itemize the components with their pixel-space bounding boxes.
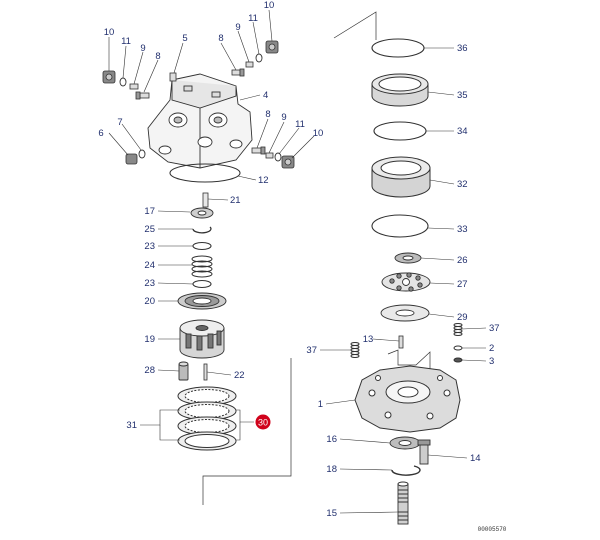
label-part-28: 28	[144, 365, 155, 376]
snap-ring-part-18	[391, 465, 421, 476]
label-part-9-b: 9	[235, 22, 240, 33]
label-part-1: 1	[318, 399, 323, 410]
label-part-6: 6	[98, 128, 103, 139]
spring-part-37-right	[453, 323, 463, 336]
oring-part-2	[453, 345, 463, 351]
bearing-part-17	[190, 207, 214, 219]
label-part-7: 7	[117, 117, 122, 128]
snap-ring-part-25	[192, 226, 212, 234]
oring-part-12	[169, 163, 241, 183]
label-part-20: 20	[144, 296, 155, 307]
label-part-10-a: 10	[104, 27, 115, 38]
label-part-11-c: 11	[295, 119, 305, 130]
label-part-12: 12	[258, 175, 269, 186]
pin-part-13	[398, 335, 404, 349]
label-part-8-c: 8	[265, 109, 270, 120]
leader-lines	[108, 9, 487, 514]
bearing-part-20	[177, 292, 227, 310]
label-part-9-c: 9	[281, 112, 286, 123]
label-part-16: 16	[326, 434, 337, 445]
highlight-badge-part-30	[255, 414, 271, 430]
label-part-13: 13	[363, 334, 374, 345]
oring-part-11-top	[255, 53, 263, 63]
motor-housing-part-4	[147, 73, 253, 169]
label-part-17: 17	[144, 206, 155, 217]
label-part-11-a: 11	[121, 36, 131, 47]
label-part-37-left: 37	[306, 345, 317, 356]
shaft-part-15	[397, 481, 409, 525]
plate-part-29	[380, 304, 430, 322]
seal-part-32	[371, 156, 431, 198]
screw-part-9-left	[129, 83, 139, 90]
spring-part-37-left	[350, 342, 360, 358]
bolt-part-14	[417, 439, 431, 465]
label-part-31: 31	[126, 420, 137, 431]
label-part-22: 22	[234, 370, 245, 381]
label-part-32: 32	[457, 179, 468, 190]
label-part-15: 15	[326, 508, 337, 519]
bearing-part-16	[389, 436, 421, 450]
valve-plate-part-27	[381, 272, 431, 292]
label-part-21: 21	[230, 195, 241, 206]
oring-part-33	[371, 214, 429, 238]
label-part-24: 24	[144, 260, 155, 271]
label-part-2: 2	[489, 343, 494, 354]
label-part-10-b: 10	[264, 0, 275, 11]
screw-part-5	[169, 72, 177, 82]
oring-part-7	[138, 149, 146, 159]
label-part-3: 3	[489, 356, 494, 367]
label-part-8-a: 8	[155, 51, 160, 62]
part-labels: 10 11 9 8 5 8 9 11 10 4 6 7 8 9 11 10 12…	[98, 0, 506, 533]
label-part-26: 26	[457, 255, 468, 266]
label-part-29: 29	[457, 312, 468, 323]
oring-part-11-right	[274, 152, 282, 162]
oring-part-36	[371, 38, 425, 58]
label-part-9-a: 9	[140, 43, 145, 54]
spring-part-24	[191, 255, 213, 278]
oring-part-11-left	[119, 77, 127, 87]
label-part-37-right: 37	[489, 323, 500, 334]
seal-part-35	[371, 73, 429, 107]
label-part-30: 30	[258, 418, 268, 428]
label-part-5: 5	[182, 33, 187, 44]
label-part-4: 4	[263, 90, 268, 101]
label-part-19: 19	[144, 334, 155, 345]
bearing-part-26	[394, 252, 422, 264]
label-part-25: 25	[144, 224, 155, 235]
oring-part-34	[373, 121, 427, 141]
label-part-18: 18	[326, 464, 337, 475]
casing-part-1	[354, 365, 461, 433]
plug-part-10-top	[265, 40, 279, 54]
drawing-reference-number: 00005570	[478, 526, 507, 533]
screw-part-9-right	[265, 152, 274, 159]
label-part-23-b: 23	[144, 278, 155, 289]
label-part-34: 34	[457, 126, 468, 137]
screw-part-8-top	[231, 68, 245, 77]
screw-part-8-right	[251, 146, 266, 155]
label-part-27: 27	[457, 279, 468, 290]
label-part-8-b: 8	[218, 33, 223, 44]
spacer-part-23-lower	[192, 279, 212, 289]
label-part-36: 36	[457, 43, 468, 54]
spacer-part-23-upper	[192, 241, 212, 251]
friction-plates-part-31	[177, 386, 237, 451]
plug-part-10-left	[102, 70, 116, 84]
label-part-35: 35	[457, 90, 468, 101]
label-part-23-a: 23	[144, 241, 155, 252]
label-part-11-b: 11	[248, 13, 258, 24]
oring-part-3	[453, 357, 463, 363]
piston-part-28	[178, 361, 189, 381]
plug-part-6	[125, 153, 138, 165]
screw-part-9-top	[245, 61, 254, 68]
pin-part-22	[203, 363, 208, 381]
pin-part-21	[202, 192, 209, 208]
screw-part-8-left	[135, 91, 150, 100]
label-part-33: 33	[457, 224, 468, 235]
label-part-10-c: 10	[313, 128, 324, 139]
label-part-14: 14	[470, 453, 481, 464]
cylinder-block-part-19	[179, 319, 225, 359]
plug-part-10-right	[281, 155, 295, 169]
